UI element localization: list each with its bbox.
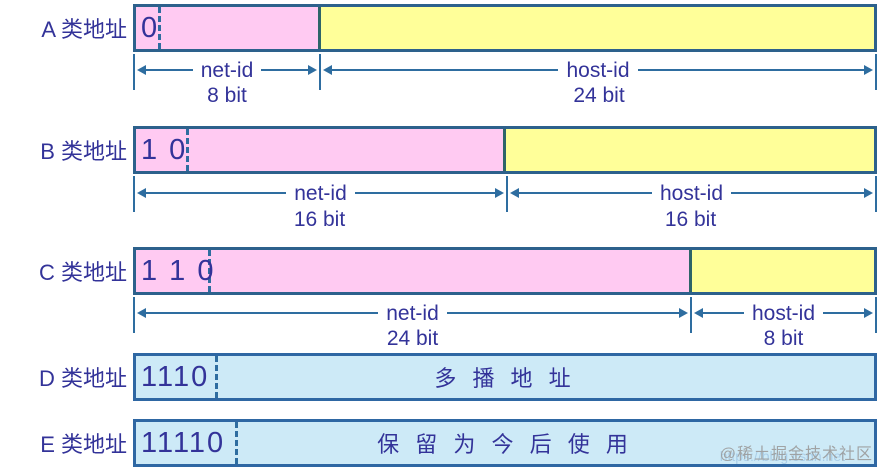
arrow-right-icon [864,65,873,75]
class-b-left-tick [133,176,135,212]
arrow-left-icon [137,308,146,318]
class-a-hostid-bits-label: 24 bit [573,84,625,107]
class-c-netid-arrow: net-id [137,301,688,325]
class-d-prefix-divider-dashed-line [215,356,218,398]
class-c-netid-arrow-label: net-id [386,301,439,325]
class-a-prefix-divider-dashed-line [158,7,161,49]
class-b-hostid-arrow: host-id [510,181,873,205]
class-a-netid-segment: 0 [136,7,321,49]
class-a-right-tick [875,54,877,90]
arrow-right-icon [495,188,504,198]
class-c-prefix-bits: 1 1 0 [141,254,216,287]
arrow-left-icon [694,308,703,318]
class-e-address-bar: 11110 保 留 为 今 后 使 用 [133,419,877,467]
watermark-url: https://blog.csdn.net [719,448,845,464]
class-c-address-bar: 1 1 0 [133,247,877,295]
arrow-left-icon [137,65,146,75]
class-a-hostid-arrow: host-id [323,58,873,82]
class-b-right-tick [875,176,877,212]
class-b-address-bar: 1 0 [133,126,877,174]
class-a-netid-bits-label: 8 bit [207,84,247,107]
class-d-prefix-bits: 1110 [141,360,210,393]
class-b-hostid-segment [506,129,874,171]
class-c-hostid-bits-label: 8 bit [763,327,804,350]
class-c-hostid-segment [692,250,874,292]
class-d-label: D 类地址 [38,366,127,391]
class-b-prefix-divider-dashed-line [186,129,189,171]
arrow-right-icon [308,65,317,75]
class-b-split-tick [506,176,508,212]
class-a-netid-arrow: net-id [137,58,317,82]
class-c-left-tick [133,297,135,333]
class-e-reserved-segment: 11110 保 留 为 今 后 使 用 [136,422,874,464]
class-a-label: A 类地址 [41,17,127,42]
class-b-hostid-arrow-label: host-id [659,181,724,205]
class-a-address-bar: 0 [133,4,877,52]
class-a-hostid-segment [321,7,874,49]
class-d-multicast-segment: 1110 多 播 地 址 [136,356,874,398]
class-c-prefix-divider-dashed-line [208,250,211,292]
class-b-netid-arrow-label: net-id [294,181,347,205]
class-d-description: 多 播 地 址 [434,366,576,391]
class-d-address-bar: 1110 多 播 地 址 [133,353,877,401]
class-c-label: C 类地址 [38,260,127,285]
class-b-hostid-bits-label: 16 bit [664,208,717,231]
class-b-netid-segment: 1 0 [136,129,506,171]
class-a-netid-arrow-label: net-id [200,58,254,82]
class-e-prefix-divider-dashed-line [235,422,238,464]
class-a-left-tick [133,54,135,90]
class-c-netid-segment: 1 1 0 [136,250,692,292]
arrow-right-icon [864,308,873,318]
arrow-right-icon [864,188,873,198]
class-b-prefix-bits: 1 0 [141,133,188,166]
class-a-hostid-arrow-label: host-id [566,58,630,82]
class-c-netid-bits-label: 24 bit [386,327,439,350]
class-b-netid-arrow: net-id [137,181,504,205]
arrow-right-icon [679,308,688,318]
class-a-prefix-bits: 0 [141,11,160,44]
class-e-label: E 类地址 [40,432,127,457]
class-e-description: 保 留 为 今 后 使 用 [377,432,633,457]
class-b-netid-bits-label: 16 bit [293,208,346,231]
arrow-left-icon [510,188,519,198]
class-b-label: B 类地址 [40,139,127,164]
class-c-split-tick [690,297,692,333]
class-c-hostid-arrow: host-id [694,301,873,325]
watermark-handle: @稀土掘金技术社区 [719,446,873,463]
class-c-right-tick [875,297,877,333]
class-a-split-tick [319,54,321,90]
class-e-prefix-bits: 11110 [141,426,226,459]
class-c-hostid-arrow-label: host-id [751,301,816,325]
arrow-left-icon [323,65,332,75]
arrow-left-icon [137,188,146,198]
